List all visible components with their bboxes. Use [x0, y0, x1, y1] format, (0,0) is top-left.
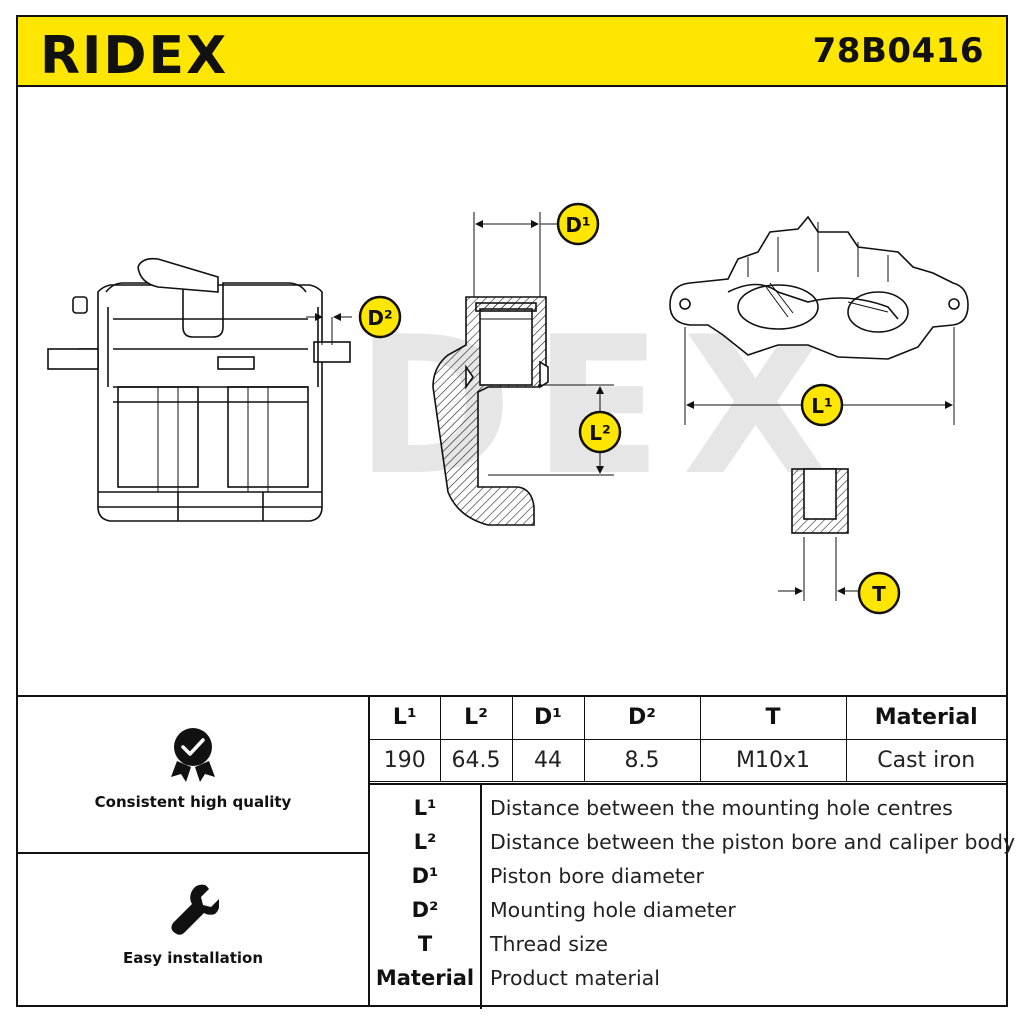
legend-key: D² — [411, 898, 439, 922]
feature-installation: Easy installation — [18, 881, 368, 967]
technical-drawing: RIDEX — [18, 87, 1006, 695]
header-cell: T — [699, 697, 847, 740]
legend-key: L² — [413, 830, 437, 854]
value-cell: 8.5 — [583, 738, 701, 782]
legend-row: D¹ Piston bore diameter — [370, 859, 1006, 893]
legend-row: T Thread size — [370, 927, 1006, 961]
legend-description: Product material — [490, 966, 660, 990]
svg-text:L²: L² — [589, 421, 611, 445]
svg-text:D²: D² — [367, 306, 392, 330]
legend-description: Thread size — [490, 932, 608, 956]
legend-key: L¹ — [413, 796, 437, 820]
svg-text:D¹: D¹ — [565, 213, 590, 237]
header-cell: D¹ — [511, 697, 585, 740]
wrench-icon — [171, 884, 219, 935]
badge-d2: D² — [358, 295, 402, 339]
product-sheet: RIDEX 78B0416 RIDEX — [16, 15, 1015, 1009]
svg-text:T: T — [872, 582, 886, 606]
dimensions-table: L¹ L² D¹ D² T Material 190 64.5 44 8.5 M… — [370, 697, 1006, 782]
header-cell: L² — [439, 697, 513, 740]
header-bar: RIDEX 78B0416 — [18, 17, 1006, 87]
dimension-t — [778, 537, 860, 601]
dimensions-header-row: L¹ L² D¹ D² T Material — [370, 697, 1006, 740]
legend-description: Mounting hole diameter — [490, 898, 736, 922]
value-cell: M10x1 — [699, 738, 847, 782]
value-cell: Cast iron — [845, 738, 1006, 782]
quality-badge-icon — [171, 728, 215, 782]
dimension-d2 — [306, 313, 352, 345]
badge-l2: L² — [578, 410, 622, 454]
brand-logo: RIDEX — [40, 26, 228, 81]
dimension-l2 — [488, 384, 614, 476]
value-cell: 44 — [511, 738, 585, 782]
features-divider — [18, 852, 368, 854]
legend-list: L¹ Distance between the mounting hole ce… — [370, 783, 1016, 1009]
caliper-drawing: RIDEX — [47, 202, 969, 615]
legend-row: L¹ Distance between the mounting hole ce… — [370, 791, 1006, 825]
legend-key: Material — [375, 966, 475, 990]
value-cell: 64.5 — [439, 738, 513, 782]
legend-row: Material Product material — [370, 961, 1006, 995]
legend-description: Distance between the piston bore and cal… — [490, 830, 1016, 854]
legend-row: D² Mounting hole diameter — [370, 893, 1006, 927]
thread-detail — [791, 468, 849, 534]
legend-description: Distance between the mounting hole centr… — [490, 796, 953, 820]
legend-divider — [480, 785, 482, 1009]
legend-key: T — [417, 932, 433, 956]
dimensions-value-row: 190 64.5 44 8.5 M10x1 Cast iron — [370, 738, 1006, 782]
caliper-front-view — [47, 257, 351, 522]
feature-label: Easy installation — [122, 949, 264, 967]
feature-quality: Consistent high quality — [18, 725, 368, 811]
feature-label: Consistent high quality — [94, 793, 292, 811]
header-cell: L¹ — [370, 697, 441, 740]
header-cell: Material — [845, 697, 1006, 740]
caliper-section-view — [432, 296, 549, 526]
dimension-d1 — [473, 212, 558, 297]
value-cell: 190 — [370, 738, 441, 782]
spec-panel: L¹ L² D¹ D² T Material 190 64.5 44 8.5 M… — [370, 697, 1015, 1009]
header-cell: D² — [583, 697, 701, 740]
spec-section: Consistent high quality Easy installatio… — [18, 695, 1015, 1009]
legend-key: D¹ — [411, 864, 439, 888]
svg-text:L¹: L¹ — [811, 394, 833, 418]
part-number: 78B0416 — [812, 31, 984, 71]
legend-description: Piston bore diameter — [490, 864, 704, 888]
svg-text:RIDEX: RIDEX — [40, 26, 228, 81]
badge-l1: L¹ — [800, 383, 844, 427]
legend-row: L² Distance between the piston bore and … — [370, 825, 1016, 859]
badge-t: T — [857, 571, 901, 615]
features-panel: Consistent high quality Easy installatio… — [18, 697, 370, 1007]
badge-d1: D¹ — [556, 202, 600, 246]
caliper-top-view — [669, 215, 969, 360]
dimension-l1 — [684, 327, 955, 425]
